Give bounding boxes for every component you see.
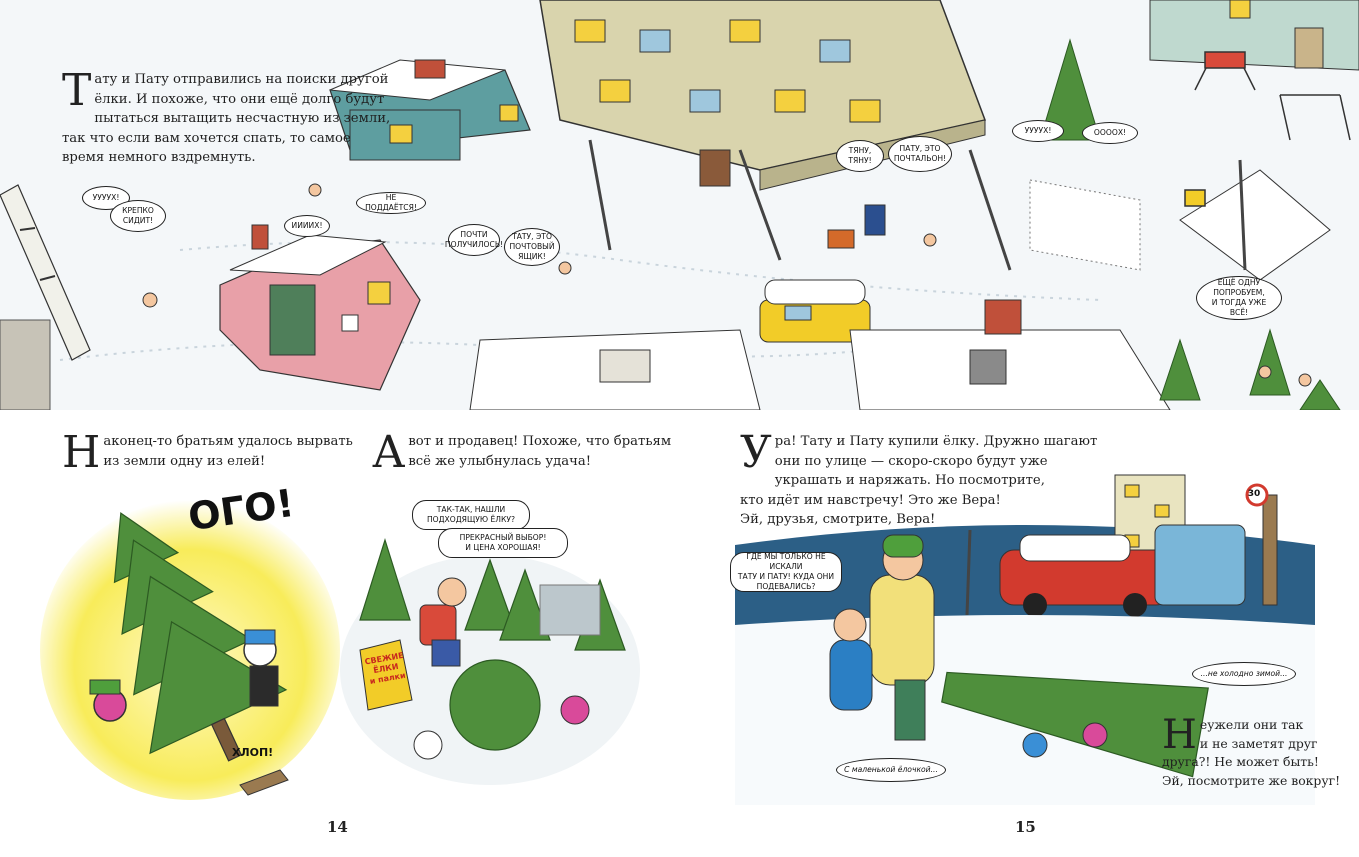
pink-house (219, 224, 421, 391)
story-line: ату и Пату отправились на поиски другой (94, 72, 389, 87)
flat-roofs (469, 299, 1171, 410)
speech-bubble: ИИИИХ! (284, 215, 330, 237)
speech-bubble: ПРЕКРАСНЫЙ ВЫБОР! И ЦЕНА ХОРОШАЯ! (438, 528, 568, 558)
story-line: аконец-то братьям удалось вырвать (103, 434, 353, 449)
page14-right-text: А вот и продавец! Похоже, что братьям вс… (372, 427, 672, 478)
speech-bubble: ТАТУ, ЭТО ПОЧТОВЫЙ ЯЩИК! (504, 228, 560, 266)
page15-text: У ра! Тату и Пату купили ёлку. Дружно ша… (740, 427, 1098, 530)
tree-pull-illustration (40, 480, 340, 810)
story-line: ра! Тату и Пату купили ёлку. Дружно шага… (774, 434, 1098, 449)
winter-town-scene (0, 0, 1359, 410)
teal-house (329, 59, 531, 161)
speed-limit-sign: 30 (1247, 489, 1261, 499)
dropcap: Н (1162, 712, 1197, 758)
top-illustration: Т ату и Пату отправились на поиски друго… (0, 0, 1359, 410)
speech-bubble: ПОЧТИ ПОЛУЧИЛОСЬ! (445, 224, 503, 256)
story-line: вот и продавец! Похоже, что братьям (408, 434, 672, 449)
story-line: и не заметят друг (1199, 735, 1318, 751)
speech-bubble: ТЯНУ, ТЯНУ! (836, 140, 884, 172)
story-line: из земли одну из елей! (103, 453, 266, 469)
story-line: украшать и наряжать. Но посмотрите, (774, 473, 1045, 489)
tree-pull-scene (40, 500, 340, 800)
story-line: так что если вам хочется спать, то самое (62, 130, 351, 146)
story-line: еужели они так (1199, 717, 1304, 732)
dropcap: Т (62, 65, 92, 116)
dropcap: А (372, 427, 406, 478)
dropcap: Н (62, 427, 101, 478)
story-line: друга?! Не может быть! (1162, 754, 1319, 769)
page-number: 14 (327, 818, 348, 836)
story-line: они по улице — скоро-скоро будут уже (774, 453, 1048, 469)
fir-trees (1039, 38, 1341, 410)
speech-bubble: ГДЕ МЫ ТОЛЬКО НЕ ИСКАЛИ ТАТУ И ПАТУ! КУД… (730, 552, 842, 592)
dropcap: У (740, 427, 772, 478)
top-story-text: Т ату и Пату отправились на поиски друго… (62, 65, 391, 168)
birch-tree (0, 184, 91, 410)
story-line: ёлки. И похоже, что они ещё долго будут (94, 91, 385, 107)
speech-bubble: ЕЩЁ ОДНУ ПОПРОБУЕМ, И ТОГДА УЖЕ ВСЁ! (1196, 276, 1282, 320)
tatu-patu-figures (142, 183, 1312, 387)
speech-bubble: УУУУХ! (1012, 120, 1064, 142)
story-line: пытаться вытащить несчастную из земли, (94, 111, 391, 127)
speech-bubble: НЕ ПОДДАЁТСЯ! (356, 192, 426, 214)
right-buildings (1029, 0, 1359, 281)
story-line: Эй, посмотрите же вокруг! (1162, 772, 1341, 788)
speech-bubble: ОООOХ! (1082, 122, 1138, 144)
story-line: кто идёт им навстречу! Это же Вера! (740, 492, 1001, 508)
page15-side-text: Н еужели они так и не заметят друг друга… (1162, 712, 1342, 790)
speech-bubble: ТАК-ТАК, НАШЛИ ПОДХОДЯЩУЮ ЁЛКУ? (412, 500, 530, 530)
yellow-taxi (759, 279, 871, 343)
song-bubble: С маленькой ёлочкой... (836, 758, 946, 782)
story-line: всё же улыбнулась удача! (408, 453, 592, 469)
page14-left-text: Н аконец-то братьям удалось вырвать из з… (62, 427, 353, 478)
seller-illustration (340, 490, 640, 790)
sfx-khlop: ХЛОП! (232, 746, 274, 759)
playground (1184, 51, 1351, 207)
street-lamps (588, 139, 1247, 271)
speech-bubble: ПАТУ, ЭТО ПОЧТАЛЬОН! (888, 136, 952, 172)
story-line: Эй, друзья, смотрите, Вера! (740, 512, 936, 528)
speech-bubble: КРЕПКО СИДИТ! (110, 200, 166, 232)
seller-scene (340, 537, 640, 785)
story-line: время немного вздремнуть. (62, 150, 256, 166)
song-bubble: ...не холодно зимой... (1192, 662, 1296, 686)
page-number: 15 (1015, 818, 1036, 836)
